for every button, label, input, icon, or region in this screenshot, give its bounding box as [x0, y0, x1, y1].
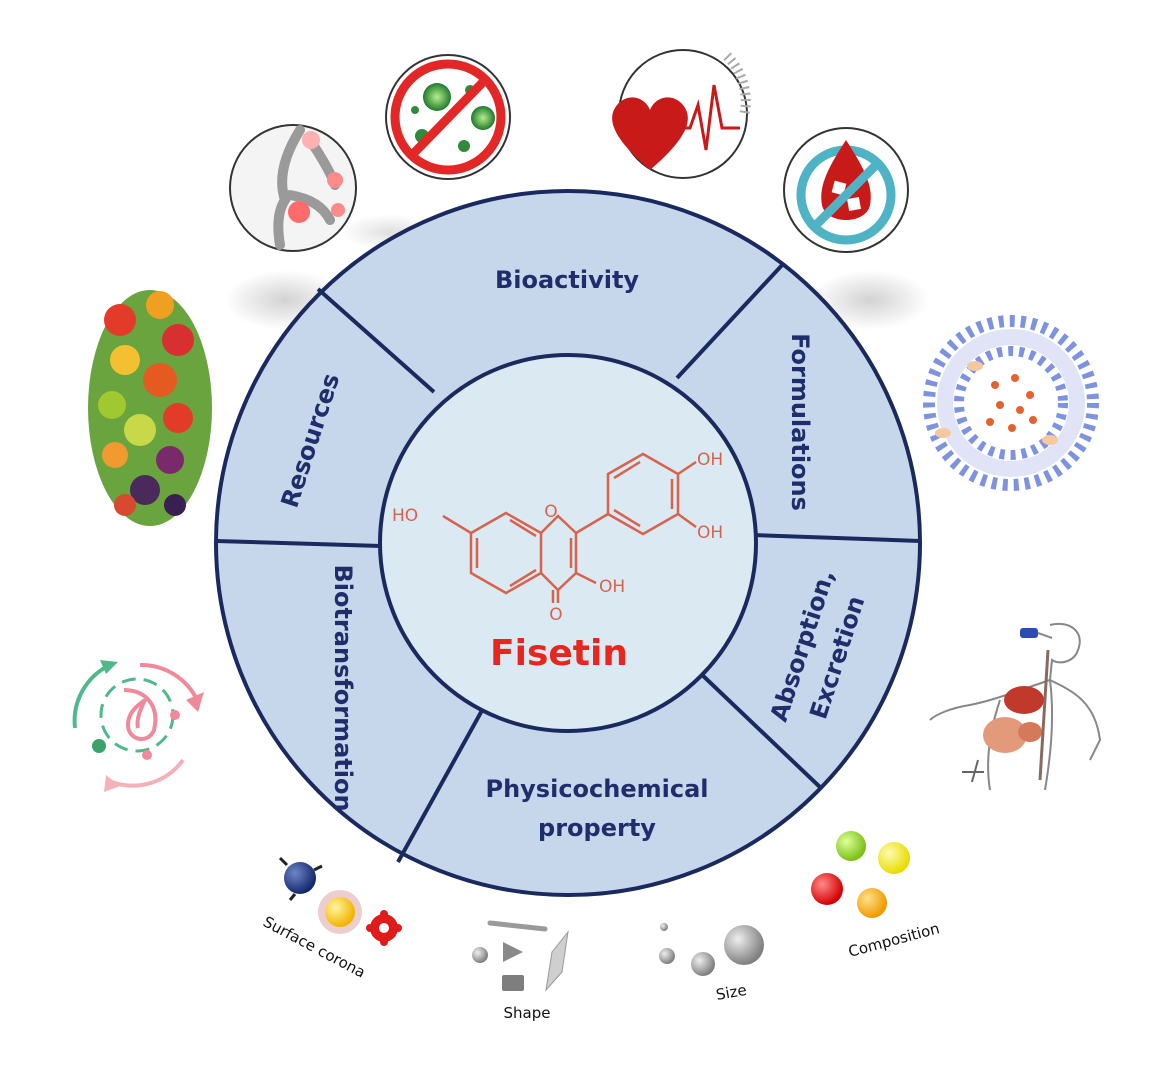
fruits-vegetables-icon: [88, 290, 212, 526]
molecule-label-ring-o: O: [544, 502, 557, 522]
divider-bioactivity-formulations: [675, 261, 786, 380]
size-particle-icon: [659, 948, 675, 964]
sphere-shape-icon: [472, 947, 488, 963]
sheet-shape-icon: [545, 930, 569, 992]
size-particle-icon: [724, 925, 764, 965]
cube-shape-icon: [502, 975, 524, 991]
molecule-label-oh-bottom: OH: [599, 577, 625, 597]
label-size: Size: [715, 981, 748, 1004]
human-body-icon: [929, 622, 1102, 791]
rod-shape-icon: [487, 920, 548, 932]
molecule-label-oh-right: OH: [697, 523, 723, 543]
corona-particle-icon: [284, 862, 316, 894]
inner-circle: [378, 353, 758, 733]
surface-corona-group: Surface corona: [260, 856, 402, 982]
molecule-label-ho: HO: [392, 506, 418, 526]
center-title: Fisetin: [490, 633, 628, 674]
molecule-label-oh-top: OH: [697, 450, 723, 470]
composition-group: Composition: [811, 831, 942, 961]
divider-formulations-absorption: [751, 533, 921, 543]
size-group: Size: [659, 923, 764, 1004]
segment-ring: [214, 189, 922, 897]
composition-particle-icon: [878, 842, 910, 874]
size-particle-icon: [660, 923, 668, 931]
segment-label-property: property: [538, 814, 656, 842]
shape-group: Shape: [472, 920, 569, 1022]
molecule-label-carbonyl-o: O: [549, 605, 562, 625]
divider-physicochemical-biotransformation: [396, 704, 487, 863]
divider-absorption-physicochemical: [696, 669, 824, 791]
heart-rate-icon: [612, 49, 751, 179]
joint-pain-icon: [229, 124, 357, 252]
composition-particle-icon: [836, 831, 866, 861]
antiviral-icon: [385, 54, 511, 180]
liposome-icon: [923, 315, 1099, 491]
segment-dividers: [215, 261, 921, 863]
triangle-shape-icon: [503, 942, 523, 962]
divider-resources-bioactivity: [316, 287, 436, 394]
fisetin-structure: [442, 452, 697, 603]
segment-label-formulations: Formulations: [786, 333, 814, 511]
corona-particle-icon: [325, 897, 355, 927]
biotransformation-cycle-icon: [72, 660, 204, 792]
segment-label-bioactivity: Bioactivity: [495, 266, 639, 294]
composition-particle-icon: [857, 888, 887, 918]
divider-biotransformation-resources: [215, 539, 382, 548]
size-particle-icon: [691, 952, 715, 976]
label-composition: Composition: [846, 919, 941, 961]
segment-label-biotransformation: Biotransformation: [329, 564, 357, 811]
composition-particle-icon: [811, 873, 843, 905]
segment-label-physicochemical: Physicochemical: [485, 775, 708, 803]
label-shape: Shape: [504, 1004, 551, 1022]
no-blood-sugar-icon: [783, 127, 909, 253]
ring-shadow: [810, 270, 930, 330]
